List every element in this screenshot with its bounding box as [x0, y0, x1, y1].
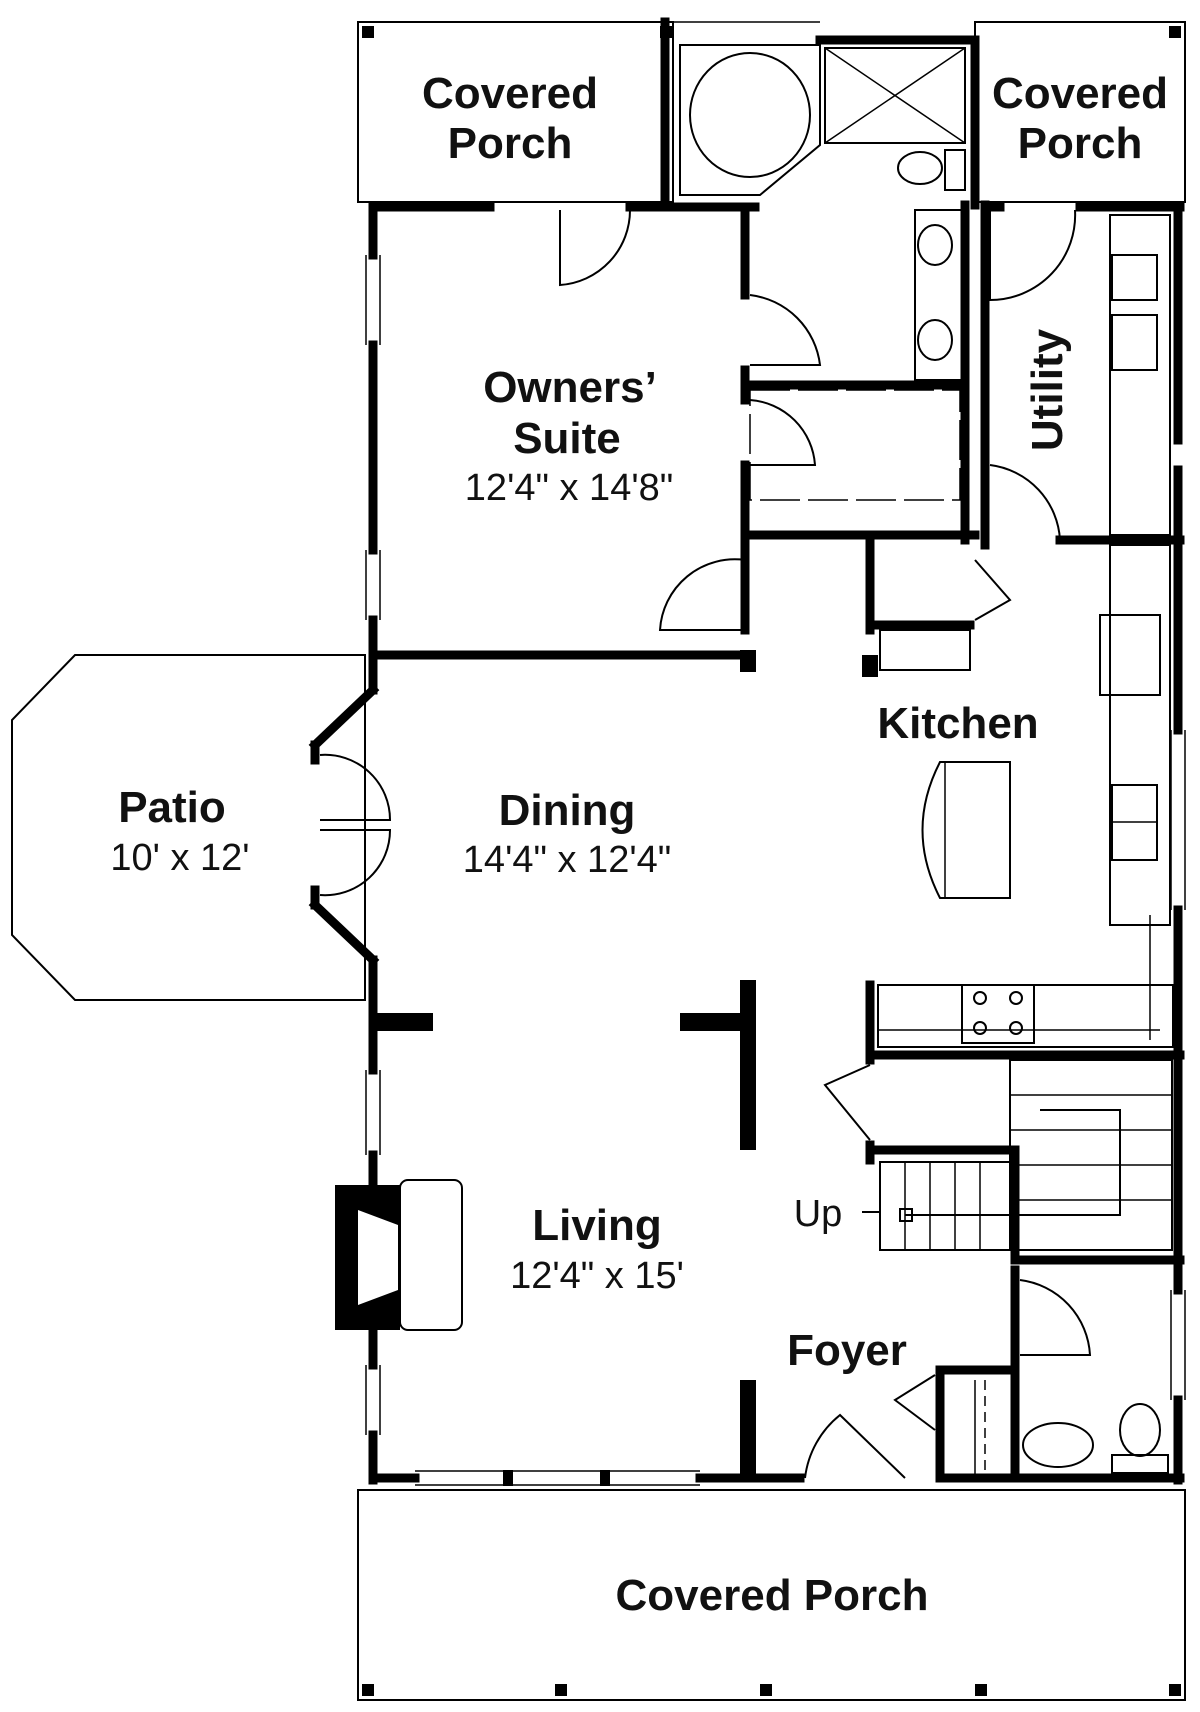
shower-icon	[824, 47, 966, 144]
staircase	[862, 1059, 1173, 1251]
powder-toilet-icon	[1119, 1403, 1161, 1457]
bathroom-fixtures	[679, 44, 1169, 1474]
kitchen-island	[921, 761, 1011, 899]
living-label: Living	[532, 1201, 662, 1250]
owners-suite-dimensions: 12'4" x 14'8"	[465, 467, 673, 509]
foyer-label: Foyer	[787, 1326, 907, 1375]
patio-dimensions: 10' x 12'	[110, 837, 249, 879]
dining-label: Dining	[499, 786, 636, 835]
range-icon	[961, 984, 1035, 1044]
patio-outline	[11, 654, 366, 1001]
interior-walls	[368, 200, 1185, 1483]
living-dimensions: 12'4" x 15'	[510, 1255, 684, 1297]
toilet-icon	[897, 151, 943, 185]
covered-porch-bottom	[357, 1489, 1186, 1701]
kitchen-counter-bottom	[877, 984, 1174, 1048]
stairs-up-label: Up	[794, 1193, 843, 1235]
owners-suite-label-1: Owners’	[483, 363, 657, 412]
fridge-icon	[1099, 614, 1161, 696]
porch-top-right-label-1: Covered	[992, 69, 1168, 118]
vanity-counter	[914, 209, 964, 381]
fireplace-icon	[335, 1179, 463, 1331]
closet-shelf	[749, 389, 961, 501]
utility-label: Utility	[1023, 328, 1072, 451]
laundry-counter	[1109, 214, 1171, 536]
dryer-icon	[1111, 314, 1158, 371]
dining-dimensions: 14'4" x 12'4"	[463, 839, 671, 881]
owners-suite-label-2: Suite	[513, 414, 621, 463]
porch-bottom-label: Covered Porch	[616, 1571, 929, 1620]
porch-top-left-label-2: Porch	[448, 119, 573, 168]
room-labels: Covered Porch Covered Porch Owners’ Suit…	[110, 69, 1168, 1620]
tub-icon	[689, 52, 811, 178]
sink-icon-2	[917, 319, 953, 361]
exterior-walls	[308, 17, 1186, 1486]
porch-top-right-label-2: Porch	[1018, 119, 1143, 168]
pantry-shelf	[879, 629, 971, 671]
kitchen-counter-right	[1109, 544, 1171, 926]
kitchen-fixtures	[877, 214, 1174, 1048]
porch-top-left-label-1: Covered	[422, 69, 598, 118]
washer-icon	[1111, 254, 1158, 301]
doors	[319, 209, 1092, 1479]
powder-sink-icon	[1022, 1422, 1094, 1468]
patio-label: Patio	[118, 783, 226, 832]
kitchen-label: Kitchen	[877, 699, 1038, 748]
sink-icon	[917, 224, 953, 266]
